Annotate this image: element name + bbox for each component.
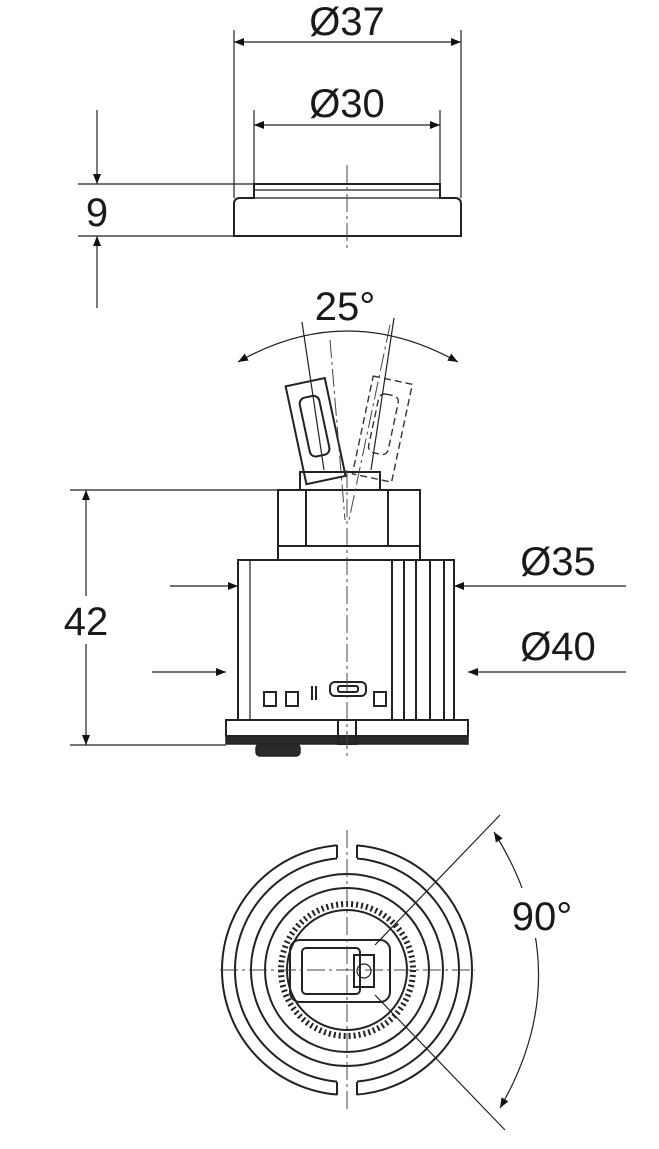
dim-label-lever-angle: 25° <box>315 285 376 329</box>
dim-base-diameter: Ø40 <box>152 625 626 676</box>
dim-cap-height: 9 <box>78 110 254 308</box>
dim-lever-angle: 25° <box>237 285 459 471</box>
dim-label-cap-height: 9 <box>86 191 108 235</box>
cartridge-bottom-view <box>220 814 506 1131</box>
dim-label-cartridge-height: 42 <box>64 600 109 644</box>
dim-label-body-diameter: Ø35 <box>520 540 596 584</box>
cartridge-part <box>225 324 469 760</box>
dim-cap-outer: Ø37 <box>233 0 462 198</box>
dim-label-cap-outer: Ø37 <box>309 0 385 44</box>
dim-cap-inner: Ø30 <box>253 82 441 184</box>
cap-part <box>233 165 462 250</box>
dim-rotation-angle: 90° <box>493 831 590 1109</box>
dim-label-cap-inner: Ø30 <box>309 82 385 126</box>
dim-label-rotation-angle: 90° <box>512 895 573 939</box>
dim-body-diameter: Ø35 <box>170 540 626 590</box>
dim-cartridge-height: 42 <box>50 489 278 746</box>
dim-label-base-diameter: Ø40 <box>520 625 596 669</box>
